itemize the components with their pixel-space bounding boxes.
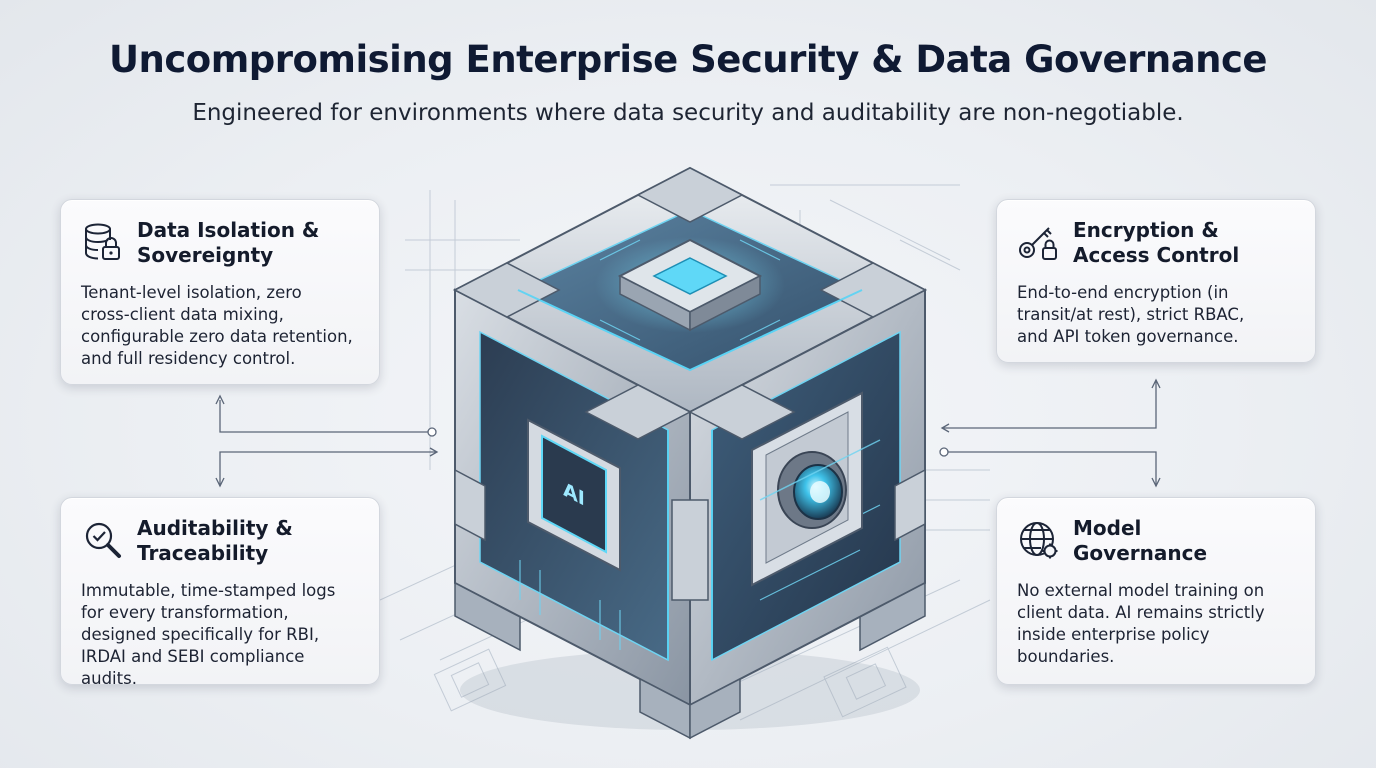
secure-cube: AI — [452, 166, 928, 740]
ai-chip-label: AI — [563, 477, 585, 511]
card-model-governance: Model Governance No external model train… — [996, 497, 1316, 685]
card-description: Immutable, time-stamped logs for every t… — [81, 581, 336, 688]
card-title: Model Governance — [1073, 516, 1208, 565]
card-encryption: Encryption & Access Control End-to-end e… — [996, 199, 1316, 363]
card-title: Auditability & Traceability — [137, 516, 293, 565]
top-chip — [595, 237, 785, 333]
globe-gear-icon — [1020, 522, 1058, 559]
card-data-isolation: Data Isolation & Sovereignty Tenant-leve… — [60, 199, 380, 385]
connector-lines — [215, 378, 1161, 488]
card-description: End-to-end encryption (in transit/at res… — [1017, 283, 1245, 346]
card-title: Data Isolation & Sovereignty — [137, 218, 320, 267]
key-lock-icon — [1019, 227, 1057, 260]
card-auditability: Auditability & Traceability Immutable, t… — [60, 497, 380, 688]
card-title: Encryption & Access Control — [1073, 218, 1240, 267]
card-description: Tenant-level isolation, zero cross-clien… — [81, 283, 353, 368]
magnifier-check-icon — [85, 522, 121, 558]
page-subtitle: Engineered for environments where data s… — [192, 100, 1184, 126]
vault-lock-icon — [751, 391, 881, 587]
ai-chip: AI — [527, 418, 621, 572]
page-title: Uncompromising Enterprise Security & Dat… — [108, 38, 1268, 81]
card-description: No external model training on client dat… — [1017, 581, 1265, 666]
database-lock-icon — [85, 223, 120, 260]
